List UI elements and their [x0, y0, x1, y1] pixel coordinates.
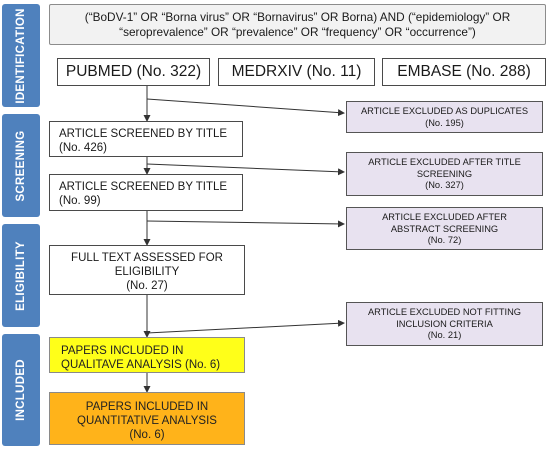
- excluded-title-box: ARTICLE EXCLUDED AFTER TITLE SCREENING (…: [346, 152, 543, 196]
- arrow-to-abstract-exclusion: [146, 220, 345, 228]
- excluded-criteria-label-line1: ARTICLE EXCLUDED NOT FITTING: [367, 307, 522, 317]
- abstract-screening-box: ARTICLE SCREENED BY TITLE (No. 99): [49, 174, 243, 211]
- excluded-abstract-label-line2: ABSTRACT SCREENING: [390, 223, 499, 234]
- search-query-box: (“BoDV-1” OR “Borna virus” OR “Bornaviru…: [49, 4, 546, 45]
- excluded-criteria-box: ARTICLE EXCLUDED NOT FITTING INCLUSION C…: [346, 302, 543, 346]
- excluded-title-count: (No. 327): [425, 180, 464, 190]
- arrow-to-duplicates: [146, 98, 345, 117]
- excluded-duplicates-label: ARTICLE EXCLUDED AS DUPLICATES: [360, 106, 529, 116]
- stage-identification: IDENTIFICATION: [2, 4, 40, 107]
- excluded-criteria-count: (No. 21): [427, 330, 462, 340]
- search-query-line2: “seroprevalence” OR “prevalence” OR “fre…: [119, 25, 476, 39]
- excluded-abstract-box: ARTICLE EXCLUDED AFTER ABSTRACT SCREENIN…: [346, 207, 543, 250]
- abstract-screening-count: (No. 99): [59, 195, 101, 207]
- title-screening-label: ARTICLE SCREENED BY TITLE: [59, 128, 228, 140]
- database-pubmed-box: PUBMED (No. 322): [57, 58, 210, 86]
- search-query-line1: (“BoDV-1” OR “Borna virus” OR “Bornaviru…: [84, 10, 511, 24]
- stage-eligibility: ELIGIBILITY: [2, 224, 40, 327]
- full-text-box: FULL TEXT ASSESSED FOR ELIGIBILITY (No. …: [49, 245, 245, 295]
- database-medrxiv-box: MEDRXIV (No. 11): [218, 58, 375, 86]
- database-embase-label: EMBASE (No. 288): [397, 63, 531, 80]
- quantitative-label-line1: PAPERS INCLUDED IN: [85, 401, 209, 413]
- title-screening-count: (No. 426): [59, 142, 107, 154]
- full-text-count: (No. 27): [126, 280, 168, 292]
- quantitative-analysis-box: PAPERS INCLUDED IN QUANTITATIVE ANALYSIS…: [49, 392, 245, 445]
- excluded-abstract-label-line1: ARTICLE EXCLUDED AFTER: [382, 212, 507, 222]
- stage-screening: SCREENING: [2, 114, 40, 217]
- database-embase-box: EMBASE (No. 288): [382, 58, 546, 86]
- qualitative-label-line2: QUALITAVE ANALYSIS (No. 6): [61, 359, 221, 371]
- quantitative-label-line2: QUANTITATIVE ANALYSIS: [77, 415, 217, 427]
- qualitative-analysis-box: PAPERS INCLUDED IN QUALITAVE ANALYSIS (N…: [49, 337, 245, 373]
- full-text-label-line1: FULL TEXT ASSESSED FOR: [71, 252, 223, 264]
- excluded-criteria-label-line2: INCLUSION CRITERIA: [396, 318, 493, 329]
- qualitative-label-line1: PAPERS INCLUDED IN: [61, 345, 184, 357]
- quantitative-count: (No. 6): [129, 429, 165, 441]
- excluded-duplicates-box: ARTICLE EXCLUDED AS DUPLICATES (No. 195): [346, 101, 543, 133]
- title-screening-box: ARTICLE SCREENED BY TITLE (No. 426): [49, 121, 243, 157]
- excluded-title-label-line1: ARTICLE EXCLUDED AFTER TITLE: [368, 157, 521, 167]
- arrow-to-criteria-exclusion: [146, 319, 345, 334]
- database-medrxiv-label: MEDRXIV (No. 11): [231, 63, 362, 80]
- full-text-label-line2: ELIGIBILITY: [114, 266, 180, 278]
- stage-included: INCLUDED: [2, 334, 40, 446]
- database-pubmed-label: PUBMED (No. 322): [65, 63, 202, 80]
- arrow-to-title-exclusion: [146, 163, 345, 176]
- excluded-title-label-line2: SCREENING: [416, 168, 473, 179]
- abstract-screening-label: ARTICLE SCREENED BY TITLE: [59, 181, 228, 193]
- excluded-duplicates-count: (No. 195): [425, 117, 464, 128]
- excluded-abstract-count: (No. 72): [427, 235, 462, 245]
